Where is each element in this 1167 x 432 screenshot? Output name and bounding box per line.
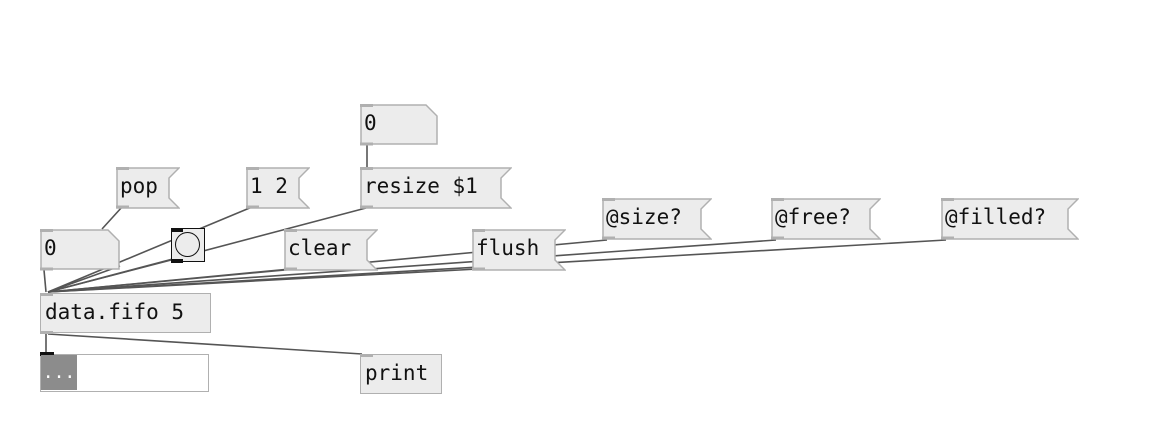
cord-fifo-to-print	[47, 333, 363, 355]
cord-number-to-fifo	[43, 269, 47, 293]
message-box-shape	[771, 198, 881, 240]
message-box-shape	[602, 198, 712, 240]
resize-message[interactable]: resize $1	[360, 167, 512, 209]
pop-message[interactable]: pop	[116, 167, 180, 209]
number-value: 0	[44, 236, 57, 260]
object-outlet	[39, 330, 53, 334]
object-label: print	[365, 361, 429, 385]
number-box-shape	[40, 229, 120, 271]
object-inlet	[39, 292, 53, 296]
message-box-shape	[360, 167, 512, 209]
message-box-shape	[941, 198, 1079, 240]
cord-clear-to-fifo	[47, 268, 291, 293]
clear-message[interactable]: clear	[284, 229, 378, 271]
flush-message[interactable]: flush	[472, 229, 566, 271]
list-message-1-2[interactable]: 1 2	[246, 167, 310, 209]
object-label: data.fifo 5	[45, 300, 185, 324]
cord-flush-to-fifo	[47, 268, 479, 293]
message-label: resize $1	[364, 174, 478, 198]
cord-pop-to-number	[101, 206, 123, 230]
number-box-left[interactable]: 0	[40, 229, 120, 271]
message-label: clear	[288, 236, 352, 260]
message-label: 1 2	[250, 174, 288, 198]
message-label: pop	[120, 174, 158, 198]
cord-free-to-fifo	[47, 239, 777, 293]
data-fifo-object[interactable]: data.fifo 5	[39, 292, 211, 334]
number-box-top[interactable]: 0	[360, 104, 438, 146]
message-label: @size?	[606, 205, 682, 229]
bang-inlet	[170, 227, 183, 232]
size-query-message[interactable]: @size?	[602, 198, 712, 240]
message-label: flush	[476, 236, 540, 260]
print-object[interactable]: print	[359, 353, 442, 394]
bang-circle-icon	[175, 232, 200, 257]
number-value: 0	[364, 111, 377, 135]
message-label: @free?	[775, 205, 851, 229]
message-box-shape	[116, 167, 180, 209]
number-box-shape	[360, 104, 438, 146]
message-label: @filled?	[945, 205, 1047, 229]
bang-button[interactable]	[170, 227, 205, 263]
message-box-shape	[472, 229, 566, 271]
message-box-shape	[284, 229, 378, 271]
free-query-message[interactable]: @free?	[771, 198, 881, 240]
message-box-shape	[246, 167, 310, 209]
bang-outlet	[170, 258, 183, 263]
filled-query-message[interactable]: @filled?	[941, 198, 1079, 240]
list-view-handle[interactable]: ...	[41, 355, 77, 390]
list-view[interactable]: ...	[39, 352, 209, 392]
object-inlet	[359, 353, 373, 357]
list-view-inlet	[39, 352, 54, 356]
